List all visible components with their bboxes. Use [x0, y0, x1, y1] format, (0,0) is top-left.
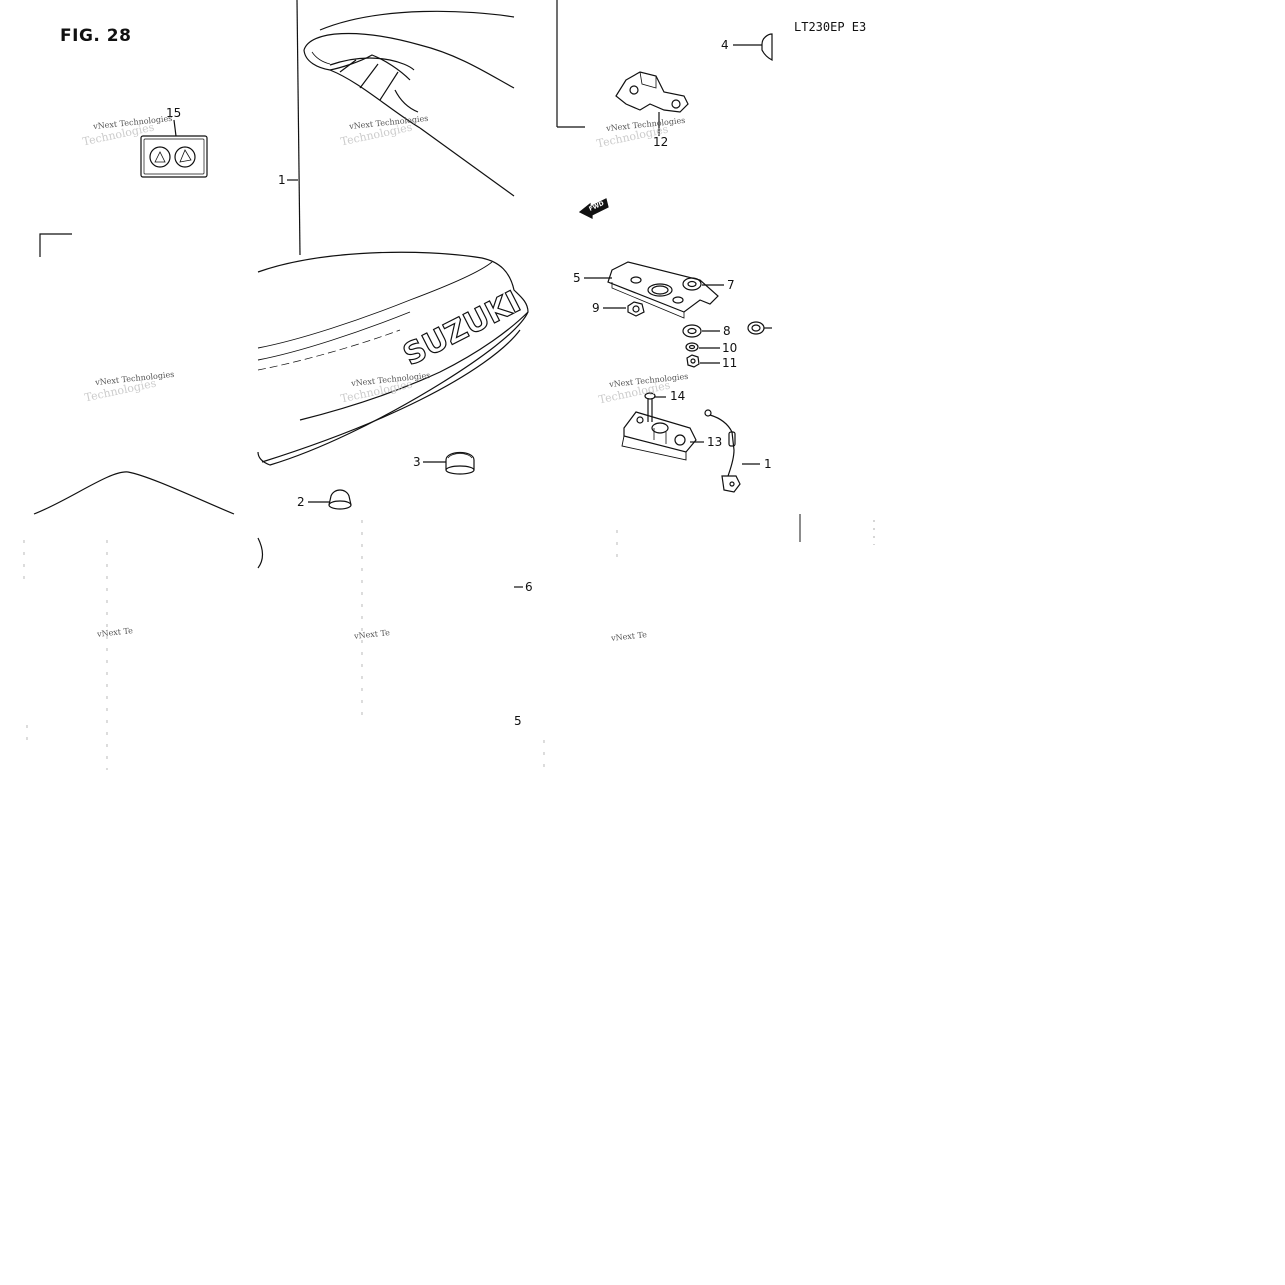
seat-lock-13 [621, 411, 697, 461]
callout-7: 7 [727, 278, 735, 292]
washer-10 [685, 342, 699, 352]
washer-8 [682, 324, 702, 338]
nut-9 [627, 301, 645, 317]
cap-3 [445, 451, 475, 475]
bolt-14 [644, 392, 656, 422]
figure-title: FIG. 28 [60, 26, 132, 46]
caution-label-plate [140, 135, 208, 178]
callout-10: 10 [722, 341, 738, 355]
callout-14: 14 [670, 389, 686, 403]
seat-rear-edge [257, 537, 264, 569]
callout-4: 4 [721, 38, 729, 52]
callout-8: 8 [723, 324, 731, 338]
faded-guide-lines [23, 520, 618, 775]
model-code: LT230EP E3 [794, 20, 867, 34]
leader-15 [173, 119, 177, 137]
frame-bracket-left [39, 233, 72, 257]
callout-13: 13 [707, 435, 723, 449]
seat-top-view [303, 10, 515, 197]
callout-1-cable: 1 [764, 457, 772, 471]
callout-6: 6 [525, 580, 533, 594]
callout-5-lower: 5 [514, 714, 522, 728]
callout-15: 15 [166, 106, 182, 120]
seat-lock-cable-1 [704, 409, 741, 493]
nut-11 [686, 354, 700, 368]
seat-bracket-12 [615, 71, 689, 113]
callout-3: 3 [413, 455, 421, 469]
callout-11: 11 [722, 356, 738, 370]
seat-hook-4 [761, 33, 773, 61]
seat-lock-plate-5 [607, 261, 719, 319]
seat-main-view [257, 251, 529, 466]
forward-arrow [578, 198, 609, 219]
callout-2: 2 [297, 495, 305, 509]
washer-7 [682, 277, 702, 291]
frame-line-left-seat [296, 0, 301, 256]
callout-5-plate: 5 [573, 271, 581, 285]
cushion-2 [328, 489, 352, 510]
callout-12: 12 [653, 135, 669, 149]
callout-9: 9 [592, 301, 600, 315]
seat-rear-outline [33, 471, 235, 515]
grommet-right [747, 321, 772, 335]
callout-1-seat: 1 [278, 173, 286, 187]
